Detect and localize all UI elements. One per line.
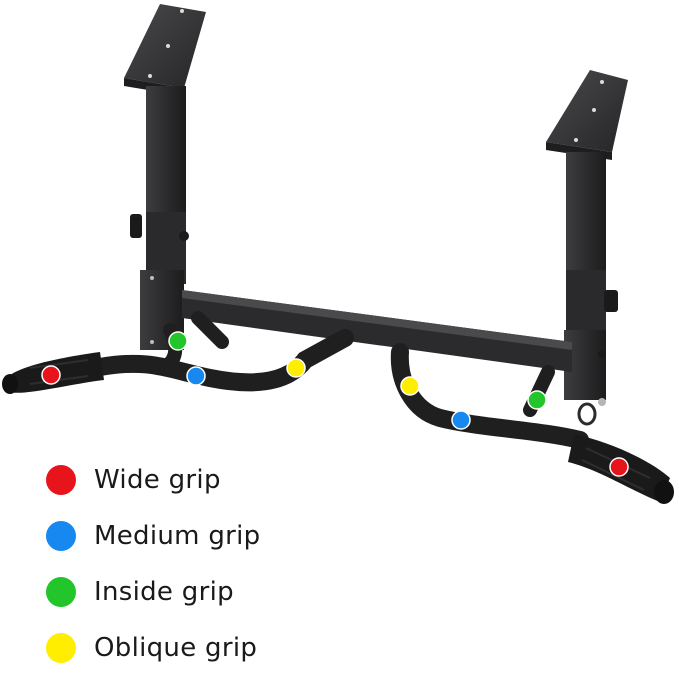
legend-label: Wide grip	[94, 465, 221, 495]
inside-grip-marker-right	[527, 390, 547, 410]
yellow-dot-icon	[46, 633, 76, 663]
legend-item-medium-grip: Medium grip	[46, 508, 260, 564]
grip-markers	[41, 331, 629, 477]
blue-dot-icon	[46, 521, 76, 551]
crossbar	[182, 290, 572, 372]
green-dot-icon	[46, 577, 76, 607]
legend-item-inside-grip: Inside grip	[46, 564, 260, 620]
legend-item-oblique-grip: Oblique grip	[46, 620, 260, 676]
medium-grip-marker-left	[186, 366, 206, 386]
wide-grip-marker-right	[609, 457, 629, 477]
right-vertical-post	[564, 152, 618, 426]
right-ceiling-mount	[546, 70, 628, 160]
grip-legend: Wide grip Medium grip Inside grip Obliqu…	[46, 452, 260, 676]
right-handle	[390, 343, 674, 504]
legend-item-wide-grip: Wide grip	[46, 452, 260, 508]
red-dot-icon	[46, 465, 76, 495]
wide-grip-marker-left	[41, 365, 61, 385]
medium-grip-marker-right	[451, 410, 471, 430]
oblique-grip-marker-left	[286, 358, 306, 378]
inside-grip-marker-left	[168, 331, 188, 351]
left-ceiling-mount	[124, 4, 206, 96]
left-vertical-post	[130, 86, 189, 350]
legend-label: Inside grip	[94, 577, 234, 607]
legend-label: Oblique grip	[94, 633, 258, 663]
pull-up-bar-illustration	[2, 4, 674, 504]
legend-label: Medium grip	[94, 521, 261, 551]
oblique-grip-marker-right	[400, 376, 420, 396]
